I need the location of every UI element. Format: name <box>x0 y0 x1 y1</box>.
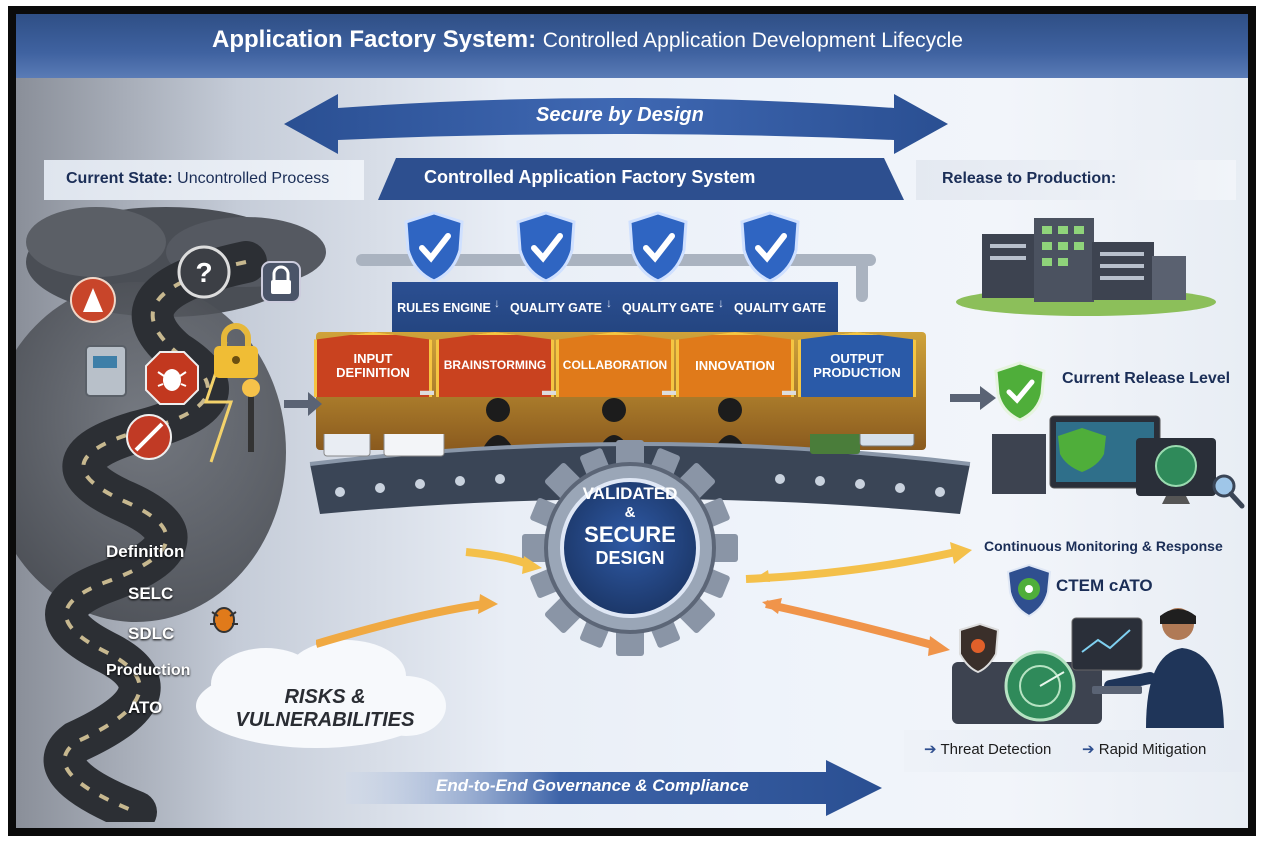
gate-divider-2: ↓ <box>606 296 612 310</box>
step-sdlc: SDLC <box>128 624 175 643</box>
release-monitors <box>992 415 1216 504</box>
current-state-bar <box>44 160 364 200</box>
gate-band <box>392 282 838 334</box>
flow-arrows-gold <box>316 542 972 656</box>
gear-line-1: VALIDATED <box>582 484 678 503</box>
operator-scene <box>952 608 1224 728</box>
arrow-right-icon-1: ➔ <box>924 741 937 758</box>
gear-line-2: & <box>624 504 636 521</box>
stage-innovation: INNOVATION <box>676 332 794 397</box>
radar-shield-icon <box>1006 563 1052 618</box>
step-ato: ATO <box>128 698 163 717</box>
secure-by-design-label: Secure by Design <box>536 104 704 126</box>
server-icon-left <box>85 345 127 397</box>
flow-arrow-1: ▬ <box>420 382 434 398</box>
gear-line-3: SECURE <box>584 522 676 547</box>
flow-arrow-3: ▬ <box>662 382 676 398</box>
no-entry-icon <box>126 414 172 460</box>
shield-check-icon-2 <box>516 211 576 283</box>
risks-cloud <box>196 640 446 748</box>
governance-arrow <box>346 760 882 816</box>
magnifier-icon <box>1212 474 1245 509</box>
title-main: Application Factory System: <box>212 26 537 53</box>
response-bar <box>904 730 1244 772</box>
factory-title: Controlled Application Factory System <box>424 167 756 187</box>
rapid-mitigation-item: ➔ Rapid Mitigation <box>1082 740 1206 758</box>
gear-line-4: DESIGN <box>595 548 665 568</box>
gate-quality-2: QUALITY GATE <box>622 300 714 315</box>
governance-label: End-to-End Governance & Compliance <box>436 776 749 795</box>
gate-quality-3: QUALITY GATE <box>734 300 826 315</box>
current-state-main: Current State: <box>66 170 173 187</box>
output-arrow <box>950 386 996 410</box>
monitoring-label: Continuous Monitoring & Response <box>984 538 1223 554</box>
release-bar <box>916 160 1236 200</box>
gate-quality-1: QUALITY GATE <box>510 300 602 315</box>
title-bar <box>16 14 1248 78</box>
arrow-right-icon-2: ➔ <box>1082 741 1095 758</box>
current-state-label: Current State: Uncontrolled Process <box>66 170 329 188</box>
bug-icon <box>145 351 199 405</box>
factory-title-banner <box>378 158 904 200</box>
bug-icon-small <box>210 607 238 633</box>
input-arrow <box>284 392 322 416</box>
threat-detection-label: Threat Detection <box>940 741 1052 758</box>
stage-collaboration: COLLABORATION <box>556 332 674 397</box>
release-label: Release to Production: <box>942 170 1117 187</box>
stage-input-definition: INPUT DEFINITION <box>314 332 432 397</box>
stage-brainstorming: BRAINSTORMING <box>436 332 554 397</box>
gear-icon <box>522 440 738 656</box>
secure-by-design-arrow <box>284 94 948 154</box>
step-definition: Definition <box>106 542 185 561</box>
stage-output-production: OUTPUT PRODUCTION <box>798 332 916 397</box>
step-selc: SELC <box>128 584 174 603</box>
warning-icon <box>69 277 116 323</box>
gate-divider-3: ↓ <box>718 296 724 310</box>
risks-label: RISKS & VULNERABILITIES <box>235 686 415 731</box>
rapid-mitigation-label: Rapid Mitigation <box>1098 741 1207 758</box>
shield-check-icon-3 <box>628 211 688 283</box>
title-subtitle: Controlled Application Development Lifec… <box>542 29 963 52</box>
svg-text:?: ? <box>195 257 212 288</box>
step-production: Production <box>106 662 191 679</box>
image-frame: Application Factory System: Controlled A… <box>8 6 1256 836</box>
gate-rules-engine: RULES ENGINE <box>397 300 491 315</box>
flow-arrow-2: ▬ <box>542 382 556 398</box>
shield-check-icon-1 <box>404 211 464 283</box>
page-title: Application Factory System: Controlled A… <box>212 26 963 54</box>
ctem-cato-label: CTEM cATO <box>1056 576 1153 595</box>
production-buildings <box>956 218 1216 316</box>
padlock-icon <box>214 323 258 378</box>
current-state-sub: Uncontrolled Process <box>177 170 330 187</box>
question-icon: ? <box>177 245 231 299</box>
diagram-canvas: Application Factory System: Controlled A… <box>16 14 1248 828</box>
gate-divider-1: ↓ <box>494 296 500 310</box>
shield-check-icon-4 <box>740 211 800 283</box>
flow-arrow-4: ▬ <box>782 382 796 398</box>
padlock-icon-small <box>261 261 301 303</box>
shield-check-icon-green <box>994 361 1046 422</box>
current-release-label: Current Release Level <box>1062 370 1231 387</box>
threat-detection-item: ➔ Threat Detection <box>924 740 1051 758</box>
